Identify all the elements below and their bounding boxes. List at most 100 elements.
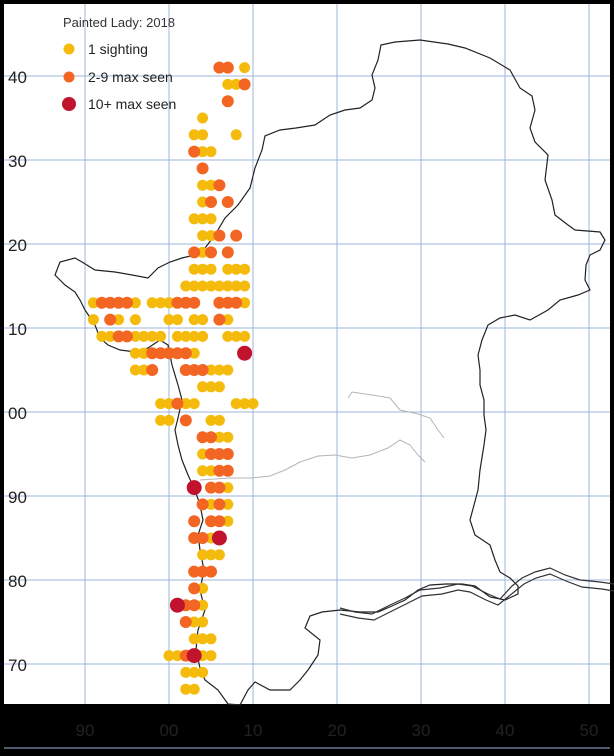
sighting-dot-2-9 [230, 296, 243, 309]
sighting-dot-single [222, 280, 234, 292]
sighting-dot-single [205, 230, 217, 242]
sighting-dot-2-9 [179, 616, 192, 628]
y-tick-label: 90 [8, 488, 27, 507]
sighting-dot-2-9 [171, 347, 184, 360]
sighting-dot-single [205, 465, 217, 477]
sighting-dot-2-9 [188, 246, 201, 259]
sighting-dot-single [155, 398, 167, 410]
legend-swatch-2-9 [63, 71, 75, 83]
y-tick-label: 20 [8, 236, 27, 255]
river-bank [339, 573, 614, 621]
sighting-dot-single [213, 280, 225, 292]
sighting-dot-2-9 [163, 347, 175, 360]
sighting-dot-single [188, 213, 200, 225]
sighting-dot-single [188, 314, 200, 326]
sighting-dot-single [146, 330, 158, 342]
sighting-dot-2-9 [205, 515, 217, 528]
sighting-dot-single [197, 263, 209, 275]
x-tick-label: 90 [76, 721, 95, 740]
sighting-dot-single [230, 330, 242, 342]
sighting-dot-single [163, 297, 175, 309]
sighting-dot-single [197, 465, 209, 477]
sighting-dot-10-plus [169, 597, 185, 613]
sighting-dot-single [104, 330, 116, 342]
sighting-dot-2-9 [196, 498, 209, 511]
sighting-dot-single [222, 482, 234, 494]
sighting-dot-single [197, 196, 209, 208]
sighting-dot-single [239, 297, 251, 309]
sighting-dot-single [87, 314, 99, 326]
sighting-dot-single [180, 398, 192, 410]
sighting-dot-single [155, 414, 167, 426]
sighting-dot-single [197, 230, 209, 242]
sighting-dot-2-9 [213, 515, 226, 528]
sighting-dot-single [188, 683, 200, 695]
sighting-dot-2-9 [196, 364, 209, 376]
sighting-dot-single [230, 129, 242, 141]
sighting-dot-single [205, 263, 217, 275]
sighting-dot-single [205, 179, 217, 191]
sighting-dot-single [188, 616, 200, 628]
inner-boundary-west [199, 439, 426, 481]
y-tick-label: 30 [8, 152, 27, 171]
sighting-dot-single [222, 515, 234, 527]
sighting-dot-single [180, 683, 192, 695]
sighting-dot-single [230, 263, 242, 275]
sighting-dot-2-9 [188, 599, 201, 612]
sighting-dot-single [188, 330, 200, 342]
sighting-dot-single [197, 246, 209, 258]
sighting-dot-single [239, 280, 251, 292]
sighting-dot-2-9 [205, 196, 217, 208]
y-tick-label: 40 [8, 68, 27, 87]
sighting-dot-single [163, 650, 175, 662]
legend-label-2-9: 2-9 max seen [88, 69, 173, 85]
sighting-dot-single [205, 280, 217, 292]
sighting-dot-2-9 [230, 229, 243, 242]
sighting-dot-2-9 [104, 296, 117, 309]
sighting-dot-single [146, 297, 158, 309]
x-tick-label: 20 [328, 721, 347, 740]
y-tick-label: 00 [8, 404, 27, 423]
sighting-dot-2-9 [95, 296, 108, 309]
legend: Painted Lady: 2018 1 sighting 2-9 max se… [62, 15, 176, 112]
sighting-dot-2-9 [205, 448, 217, 460]
x-tick-label: 00 [160, 721, 179, 740]
sighting-dot-single [129, 297, 141, 309]
sighting-dot-single [197, 448, 209, 460]
x-tick-label: 50 [580, 721, 599, 740]
sighting-dot-2-9 [112, 296, 125, 309]
sighting-dot-2-9 [188, 515, 201, 528]
river [339, 567, 614, 615]
sighting-dot-single [222, 263, 234, 275]
legend-swatch-1-sighting [63, 43, 75, 55]
sighting-dot-single [180, 666, 192, 678]
sighting-dot-single [197, 330, 209, 342]
sighting-dot-single [113, 314, 125, 326]
sighting-dot-2-9 [112, 330, 125, 343]
inner-boundary-north [347, 391, 445, 439]
sighting-dot-2-9 [205, 246, 217, 259]
sighting-dot-2-9 [188, 364, 201, 376]
sighting-dot-2-9 [188, 532, 201, 544]
sighting-dot-single [197, 549, 209, 561]
sighting-dot-single [180, 280, 192, 292]
sighting-dot-single [163, 398, 175, 410]
sighting-dot-single [96, 330, 108, 342]
sighting-dot-2-9 [213, 229, 226, 242]
sighting-dot-single [230, 280, 242, 292]
sighting-dot-single [213, 381, 225, 393]
sighting-dot-single [239, 330, 251, 342]
sighting-dot-2-9 [213, 179, 226, 192]
sighting-dot-2-9 [121, 330, 133, 343]
sighting-dot-single [180, 330, 192, 342]
sighting-dot-single [197, 599, 209, 611]
sighting-dot-single [138, 347, 150, 359]
sighting-dot-2-9 [171, 296, 184, 309]
sighting-dot-2-9 [205, 481, 217, 494]
sighting-dot-2-9 [146, 347, 159, 360]
sighting-dot-2-9 [188, 582, 201, 595]
sighting-dot-single [197, 633, 209, 645]
sighting-dot-single [197, 314, 209, 326]
sighting-dot-single [205, 650, 217, 662]
